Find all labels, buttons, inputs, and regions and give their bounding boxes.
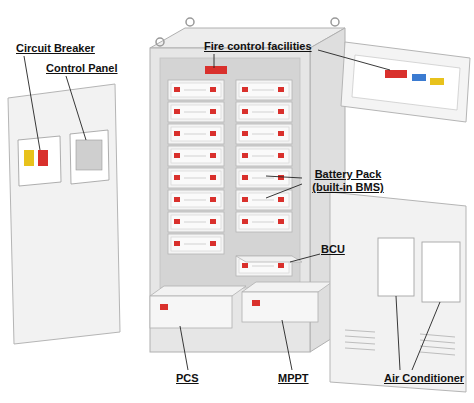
mppt-drawer <box>242 292 318 322</box>
part-label: Battery Pack (built-in BMS) <box>302 168 394 194</box>
fire-component <box>430 78 444 85</box>
air-conditioner-unit <box>378 238 414 296</box>
part-label: Fire control facilities <box>204 40 312 53</box>
fire-drawer <box>341 42 470 122</box>
fire-unit <box>205 66 227 74</box>
air-conditioner-unit <box>422 242 460 302</box>
vent-slots <box>345 330 455 355</box>
control-panel <box>70 130 109 184</box>
part-label: Circuit Breaker <box>16 42 95 55</box>
cabinet-bay <box>160 58 300 288</box>
part-label: MPPT <box>278 372 309 385</box>
lifting-eye <box>186 18 194 26</box>
part-label: PCS <box>176 372 199 385</box>
lifting-eye <box>156 38 164 46</box>
left-door <box>8 84 120 344</box>
leader-lines <box>24 50 440 370</box>
control-screen <box>76 140 102 170</box>
fire-drawer-tray <box>352 55 460 110</box>
breaker-switch <box>38 150 48 166</box>
part-label: BCU <box>321 243 345 256</box>
fire-component <box>385 70 407 78</box>
pcs-mark <box>160 304 168 310</box>
breaker-panel <box>18 136 61 186</box>
breaker-switch <box>24 150 34 166</box>
lifting-eye <box>331 18 339 26</box>
mppt-mark <box>252 300 260 306</box>
pcs-drawer <box>150 296 232 328</box>
right-door <box>330 192 466 392</box>
fire-component <box>412 74 426 81</box>
mppt-drawer <box>242 282 332 292</box>
battery-stack <box>168 80 292 276</box>
part-label: Air Conditioner <box>384 372 464 385</box>
pcs-drawer <box>150 286 246 296</box>
part-label: Control Panel <box>46 62 118 75</box>
